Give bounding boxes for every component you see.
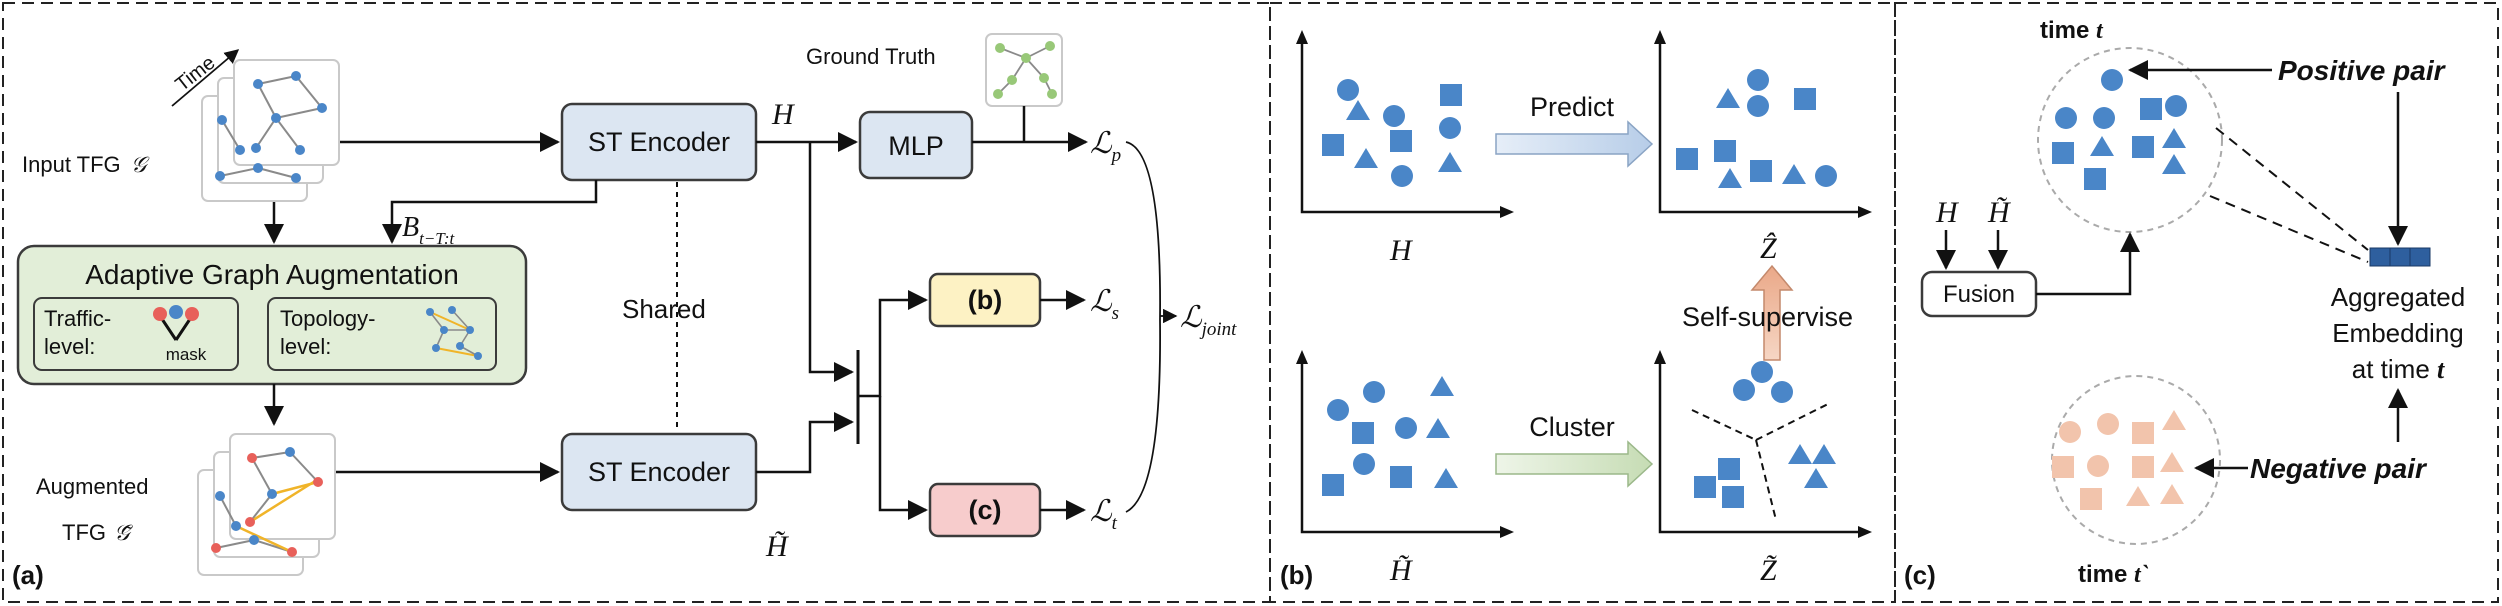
cluster-label: Cluster bbox=[1529, 412, 1615, 442]
time-t-prime-embeddings bbox=[2052, 410, 2186, 510]
positive-pair-label: Positive pair bbox=[2278, 55, 2447, 86]
time-t-label: time t bbox=[2040, 17, 2104, 44]
traffic-level-label-2: level: bbox=[44, 334, 95, 359]
fusion-h-label: H bbox=[1935, 196, 1960, 229]
h-label: H bbox=[1389, 234, 1414, 267]
axes-h bbox=[1300, 42, 1502, 214]
ground-truth-label: Ground Truth bbox=[806, 44, 936, 69]
h-tilde-label: H̃ bbox=[1389, 554, 1414, 587]
self-supervise-label: Self-supervise bbox=[1682, 302, 1853, 332]
topology-level-label-2: level: bbox=[280, 334, 331, 359]
panel-a-tag: (a) bbox=[12, 560, 44, 590]
aga-title: Adaptive Graph Augmentation bbox=[85, 259, 459, 290]
time-arrow bbox=[171, 49, 240, 107]
loss-t: ℒt bbox=[1090, 495, 1118, 534]
ground-truth-graph bbox=[985, 33, 1063, 107]
topology-level-label: Topology- bbox=[280, 306, 375, 331]
h-to-junction bbox=[808, 142, 854, 382]
time-t-cluster bbox=[2037, 47, 2223, 233]
predict-arrow bbox=[1495, 120, 1654, 168]
mlp-label: MLP bbox=[888, 131, 944, 161]
h-tilde-to-junction bbox=[756, 412, 854, 474]
h-output-label: H bbox=[771, 98, 796, 131]
loss-s: ℒs bbox=[1090, 285, 1119, 324]
fusion-h-tilde-label: H̃ bbox=[1987, 196, 2012, 229]
loss-brace bbox=[1125, 141, 1161, 513]
junction-to-b bbox=[858, 290, 928, 398]
aggregated-embedding-icon bbox=[2369, 247, 2431, 267]
fusion-to-cluster-arrow bbox=[2036, 232, 2140, 296]
axes-z-hat bbox=[1658, 42, 1860, 214]
aggregated-label-2: Embedding bbox=[2332, 318, 2464, 348]
loss-p: ℒp bbox=[1090, 127, 1121, 166]
module-c-label: (c) bbox=[969, 495, 1002, 525]
panel-a: Time Input TFG 𝒢 Ground Truth ST E bbox=[12, 33, 1237, 590]
time-t-embeddings bbox=[2052, 69, 2187, 190]
mlp-box bbox=[858, 110, 974, 180]
panel-c: time t ti bbox=[1904, 17, 2465, 590]
module-b-label: (b) bbox=[968, 285, 1002, 315]
axes-z-tilde bbox=[1658, 362, 1860, 534]
aggregated-label-3: at time t bbox=[2352, 354, 2445, 384]
augmented-tfg-graph bbox=[197, 433, 336, 576]
time-label: Time bbox=[172, 52, 220, 96]
mask-label: mask bbox=[166, 345, 207, 364]
panel-b-tag: (b) bbox=[1280, 560, 1313, 590]
z-tilde-points bbox=[1694, 361, 1836, 508]
cluster-boundaries bbox=[1691, 403, 1829, 521]
st-encoder-top-label: ST Encoder bbox=[588, 127, 730, 157]
traffic-level-label: Traffic- bbox=[44, 306, 111, 331]
st-encoder-bottom-label: ST Encoder bbox=[588, 457, 730, 487]
panel-c-border bbox=[1894, 2, 2499, 603]
self-supervise-arrow bbox=[1750, 264, 1794, 361]
time-t-prime-label: time t` bbox=[2078, 561, 2149, 588]
panel-c-tag: (c) bbox=[1904, 560, 1936, 590]
predict-label: Predict bbox=[1530, 92, 1615, 122]
mask-icon bbox=[153, 305, 199, 341]
shared-label: Shared bbox=[622, 294, 706, 324]
h-tilde-embedding-points bbox=[1322, 376, 1458, 496]
augmented-tfg-label: Augmented bbox=[36, 474, 149, 499]
time-t-prime-cluster bbox=[2051, 375, 2221, 545]
axes-h-tilde bbox=[1300, 362, 1502, 534]
contrast-dashed-lines bbox=[2209, 127, 2369, 263]
panel-b-border bbox=[1269, 2, 1896, 603]
z-hat-points bbox=[1676, 69, 1837, 188]
cluster-arrow bbox=[1495, 440, 1654, 488]
z-hat-label: Ẑ bbox=[1760, 232, 1777, 265]
fusion-label: Fusion bbox=[1943, 281, 2015, 308]
h-tilde-output-label: H̃ bbox=[765, 530, 790, 563]
input-tfg-graph bbox=[201, 59, 340, 202]
z-tilde-label: Z̃ bbox=[1760, 554, 1777, 587]
topology-graph-icon bbox=[426, 306, 482, 360]
junction-to-c bbox=[878, 396, 928, 520]
aggregated-label: Aggregated bbox=[2331, 282, 2465, 312]
loss-joint: ℒjoint bbox=[1180, 301, 1237, 340]
encoder-to-aga-arrow bbox=[382, 180, 598, 244]
h-embedding-points bbox=[1322, 79, 1462, 187]
panel-b: Predict Cluster Self-supervise H Ẑ H̃ Z̃… bbox=[1280, 30, 1872, 590]
input-tfg-label: Input TFG 𝒢 bbox=[22, 152, 150, 177]
batch-label: Bt−T:t bbox=[402, 212, 455, 248]
negative-pair-label: Negative pair bbox=[2250, 453, 2428, 484]
